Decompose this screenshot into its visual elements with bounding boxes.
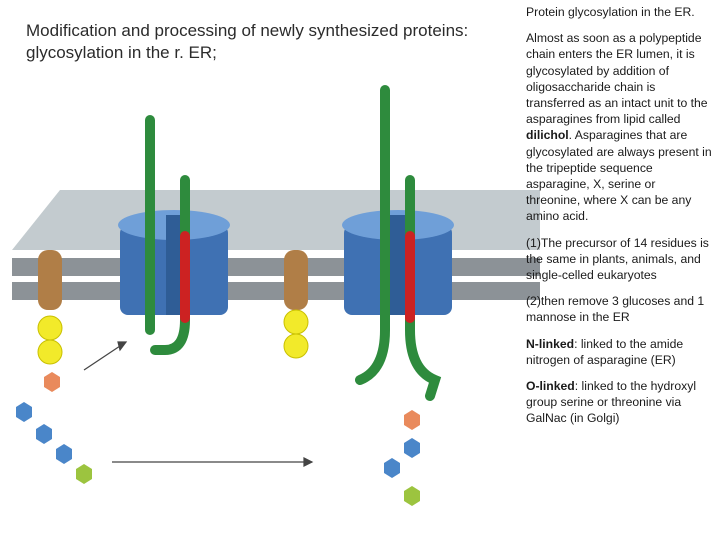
membrane-lower-layer [12,282,540,300]
polypeptide-right-loop [405,175,442,401]
nacetyl-right-1 [404,486,420,506]
translocon-right-channel [390,215,406,315]
translocon-left [118,210,230,315]
mannose-left-1 [16,402,32,422]
arrows [83,341,314,467]
mannose-left-2 [36,424,52,444]
side-panel-description-pre: Almost as soon as a polypeptide chain en… [526,31,708,127]
mannose-right-2 [384,458,400,478]
glucose-residues [37,309,309,365]
side-panel-point-2: (2)then remove 3 glucoses and 1 mannose … [526,294,705,325]
n-linked-text: : linked to the amide nitrogen of aspara… [526,336,684,367]
n-linked-term: N-linked [526,336,575,351]
title-line-1: Modification and processing of newly syn… [26,21,469,40]
linker-left [44,372,60,392]
dilichol-term: dilichol [526,128,569,143]
side-panel-description-post: . Asparagines that are glycosylated are … [526,128,712,224]
mannose-right-1 [404,438,420,458]
mannose-left-3 [56,444,72,464]
lipid-anchor-left [38,250,62,310]
slide-title: Modification and processing of newly syn… [26,20,506,64]
side-panel-o-linked: O-linked: linked to the hydroxyl group s… [526,378,712,427]
er-membrane [12,190,540,300]
glucose-1 [37,315,63,341]
translocon-right [342,210,454,315]
glucose-3 [283,309,309,335]
translocon-left-channel [166,215,182,315]
arrow-right-head [303,457,314,467]
membrane-top-surface [12,190,540,250]
o-linked-text: : linked to the hydroxyl group serine or… [526,379,697,426]
side-panel: Protein glycosylation in the ER. Almost … [526,4,712,437]
glucose-2 [37,339,63,365]
arrow-left-head [117,341,128,352]
oligosaccharide-right [384,410,420,506]
nacetyl-left-1 [76,464,92,484]
polypeptide-right [355,85,390,385]
oligosaccharide-left [16,372,92,484]
membrane-upper-layer [12,258,540,276]
side-panel-point-1: (1)The precursor of 14 residues is the s… [526,235,709,283]
o-linked-term: O-linked [526,379,575,394]
lipid-anchor-right [284,250,308,310]
side-panel-n-linked: N-linked: linked to the amide nitrogen o… [526,336,712,368]
side-panel-heading: Protein glycosylation in the ER. [526,5,695,19]
polypeptide-chains [145,85,442,401]
title-line-2: glycosylation in the r. ER; [26,43,217,62]
linker-right [404,410,420,430]
side-panel-description: Almost as soon as a polypeptide chain en… [526,30,712,224]
glucose-4 [283,333,309,359]
